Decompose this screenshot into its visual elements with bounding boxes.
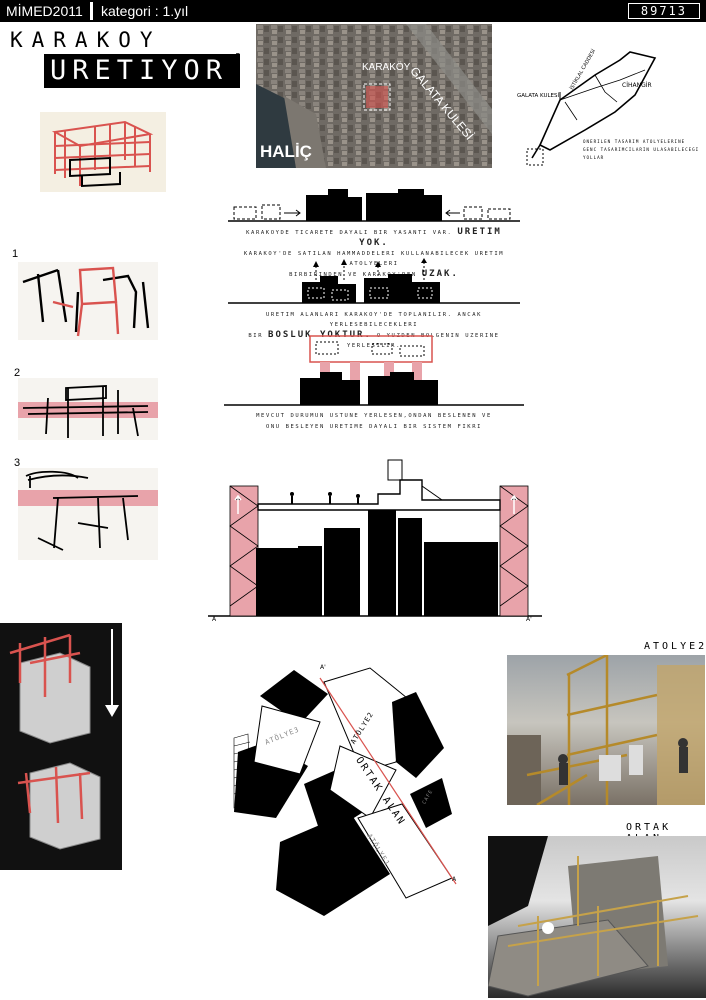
sketch-number-3: 3 <box>14 457 21 469</box>
concept-diagram-2 <box>228 258 520 306</box>
caption-3-line-b: ONU BESLEYEN URETIME DAYALI BIR SISTEM F… <box>265 424 483 430</box>
concept-diagram-1-graphic <box>228 189 520 222</box>
route-label-galata: GALATA KULESİ <box>517 93 560 99</box>
concept-sketch-grid-graphic <box>51 120 154 188</box>
route-label-cihangir: CİHANGİR <box>622 82 652 89</box>
plan-mark-a-top: A' <box>320 664 326 671</box>
render-ortak-alan <box>488 836 706 998</box>
section-drawing-graphic <box>208 459 542 617</box>
sketch-2 <box>18 378 158 440</box>
caption-1-line-a: KARAKOYDE TICARETE DAYALI BIR YASANTI VA… <box>246 230 453 236</box>
caption-3-line-a: MEVCUT DURUMUN USTUNE YERLESEN,ONDAN BES… <box>256 413 492 419</box>
caption-1-line-c: KARAKOY'DE SATILAN HAMMADDELERI KULLANAB… <box>243 251 505 267</box>
concept-caption-2: URETIM ALANLARI KARAKOY'DE TOPLANILIR. A… <box>228 310 520 351</box>
concept-diagram-1 <box>228 185 520 225</box>
concept-caption-1: KARAKOYDE TICARETE DAYALI BIR YASANTI VA… <box>228 227 520 280</box>
map-label-halic: HALİÇ <box>260 142 312 161</box>
route-note: ONERILEN TASARIM ATOLYELERINE GENC TASAR… <box>583 139 700 160</box>
section-mark-a-right: A' <box>526 616 532 623</box>
section-mark-a-left: A <box>212 616 217 623</box>
category-label: kategori : 1.yıl <box>101 3 189 19</box>
model-sequence-panel <box>0 623 122 870</box>
sketch-3-graphic <box>18 470 158 551</box>
route-map-graphic <box>526 51 657 166</box>
caption-2-emphasis: BOSLUK YOKTUR. <box>268 330 372 340</box>
concept-diagram-2-graphic <box>228 258 520 304</box>
caption-1-emphasis-a: URETIM YOK. <box>359 227 502 248</box>
sketch-1 <box>18 262 158 340</box>
route-map: İSTİKLAL CADDESİ GALATA KULESİ CİHANGİR … <box>505 40 701 190</box>
aerial-map: KARAKÖY GALATA KULESİ HALİÇ <box>256 24 492 168</box>
aerial-map-graphic <box>256 24 492 168</box>
render-atolye2 <box>507 655 705 805</box>
render-atolye2-graphic <box>507 655 705 805</box>
brand-label: MİMED2011 <box>6 3 83 19</box>
entry-code: 89713 <box>627 3 700 19</box>
caption-1-emphasis-b: UZAK. <box>421 269 459 279</box>
title-line-2-box: URETIYOR ! <box>44 50 248 88</box>
title-line-1: KARAKOY <box>10 28 162 52</box>
caption-2-line-b: BIR <box>248 333 264 339</box>
concept-caption-3: MEVCUT DURUMUN USTUNE YERLESEN,ONDAN BES… <box>228 411 520 433</box>
sketch-number-1: 1 <box>12 248 19 260</box>
concept-diagram-3-graphic <box>224 335 524 406</box>
sketch-2-graphic <box>18 385 158 438</box>
caption-2-line-d: O YUZDEN BOLGENIN UZERINE YERLESILIR. <box>346 333 500 349</box>
sketch-3 <box>18 468 158 560</box>
sketch-1-graphic <box>22 266 150 337</box>
plan-drawing: A' A ATÖLYE3 ATÖLYE2 ORTAK ALAN ATÖLYE1 … <box>220 662 472 924</box>
header-bar: MİMED2011 kategori : 1.yıl 89713 <box>0 0 706 22</box>
header-divider <box>90 2 93 20</box>
title-bang: ! <box>227 47 254 87</box>
section-drawing: A A' <box>208 456 542 626</box>
caption-1-line-d: BIRBIRINDEN VE KARAKOY'DEN <box>289 272 417 278</box>
concept-sketch-grid <box>40 112 166 192</box>
caption-2-line-a: URETIM ALANLARI KARAKOY'DE TOPLANILIR. A… <box>265 312 483 328</box>
model-sequence-graphic <box>9 629 119 850</box>
title-line-2: URETIYOR <box>50 55 229 86</box>
sketch-number-2: 2 <box>14 367 21 379</box>
concept-diagram-3 <box>224 334 524 408</box>
render-title-atolye2: ATOLYE2 <box>644 641 706 652</box>
render-ortak-alan-graphic <box>488 836 699 997</box>
plan-drawing-graphic <box>233 667 457 916</box>
map-label-karakoy: KARAKÖY <box>362 62 411 73</box>
plan-mark-a-bottom: A <box>452 876 457 883</box>
